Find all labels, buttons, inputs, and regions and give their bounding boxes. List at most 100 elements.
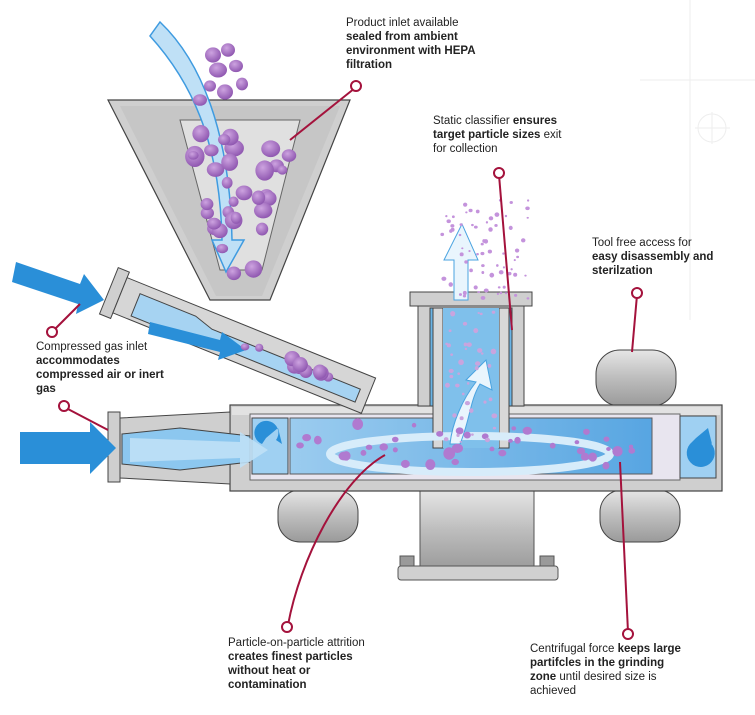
particle [481, 270, 485, 275]
label-tool-free: Tool free access for easy disassembly an… [592, 236, 722, 278]
particle [206, 162, 225, 177]
particle [469, 268, 473, 273]
particle [522, 426, 533, 435]
particle [200, 207, 214, 220]
particle [580, 452, 590, 461]
callout-product-inlet [289, 87, 356, 141]
particle [516, 255, 520, 259]
particle [451, 443, 463, 454]
label-tool-free-bold: easy disassembly and sterilzation [592, 251, 714, 277]
particle [482, 239, 486, 243]
particle [312, 364, 327, 379]
particle [628, 444, 634, 449]
particle [464, 400, 471, 406]
particle [612, 446, 623, 457]
label-product-inlet-bold: sealed from ambient environment with HEP… [346, 31, 476, 71]
particle [341, 451, 351, 461]
particle [469, 408, 474, 413]
particle [526, 199, 530, 202]
particle [508, 225, 513, 231]
particle [204, 144, 219, 157]
particle [526, 297, 530, 300]
particle [462, 290, 467, 296]
particle [603, 436, 610, 442]
particle [450, 353, 454, 356]
particle [480, 251, 485, 256]
particle [462, 294, 467, 298]
particle [526, 216, 529, 219]
particle [606, 447, 611, 451]
particle [221, 153, 239, 171]
callout-marker-attrition [281, 621, 293, 633]
particle [458, 293, 462, 296]
particle [468, 208, 473, 213]
particle [484, 437, 491, 443]
particle [485, 221, 489, 224]
particle [487, 249, 493, 254]
label-centrifugal-normal-b: until desired size is achieved [530, 671, 657, 697]
particle [514, 293, 518, 297]
callout-marker-tool-free [631, 287, 643, 299]
particle [477, 348, 483, 353]
particle [228, 196, 239, 207]
particle [494, 213, 497, 216]
particle [221, 43, 235, 57]
label-centrifugal-normal-a: Centrifugal force [530, 643, 615, 655]
particle [379, 443, 389, 451]
particle [443, 447, 456, 460]
clamp-rings [277, 349, 681, 543]
particle [496, 292, 500, 296]
injector-flow-arrow [148, 322, 246, 360]
particle [473, 225, 478, 229]
particle [468, 249, 471, 253]
particle [450, 310, 456, 317]
particle [443, 437, 449, 442]
particle [488, 216, 494, 221]
particle [209, 62, 227, 78]
particle [352, 418, 364, 431]
particle [504, 214, 508, 218]
particle [450, 227, 455, 232]
particle [471, 433, 474, 436]
particle [217, 134, 231, 146]
label-centrifugal: Centrifugal force keeps large partifcles… [530, 642, 690, 698]
particle [509, 200, 513, 204]
label-compressed-gas-bold: accommodates compressed air or inert gas [36, 355, 164, 395]
particle [411, 422, 417, 428]
label-compressed-gas-normal: Compressed gas inlet [36, 341, 148, 353]
particle [510, 268, 513, 271]
particle [549, 442, 556, 449]
pedestal [397, 489, 559, 581]
particle [445, 215, 448, 218]
particle [474, 361, 481, 366]
particle [483, 288, 489, 293]
particle [255, 343, 264, 352]
particle [477, 311, 480, 315]
particle [441, 276, 447, 281]
particle [187, 150, 199, 160]
label-classifier-bold: ensures target particle sizes [433, 115, 557, 141]
particle [251, 190, 266, 205]
particle [494, 224, 498, 227]
particle [514, 436, 521, 444]
particle [488, 397, 493, 402]
particle [463, 202, 468, 207]
particle [508, 438, 513, 443]
particle [489, 272, 495, 278]
particle [207, 217, 222, 230]
particle [261, 140, 281, 158]
particle [260, 190, 277, 206]
particle [451, 458, 459, 466]
particle [235, 185, 253, 201]
particle [466, 342, 472, 347]
particle [360, 449, 367, 456]
particle [446, 219, 451, 224]
particle [502, 285, 506, 289]
label-product-inlet-normal: Product inlet available [346, 17, 459, 29]
lower-gas-inlet [20, 411, 268, 485]
particle [221, 176, 233, 189]
callout-gas-lower [65, 407, 109, 431]
particle [498, 449, 507, 457]
particle [226, 266, 242, 281]
particle [502, 266, 506, 269]
